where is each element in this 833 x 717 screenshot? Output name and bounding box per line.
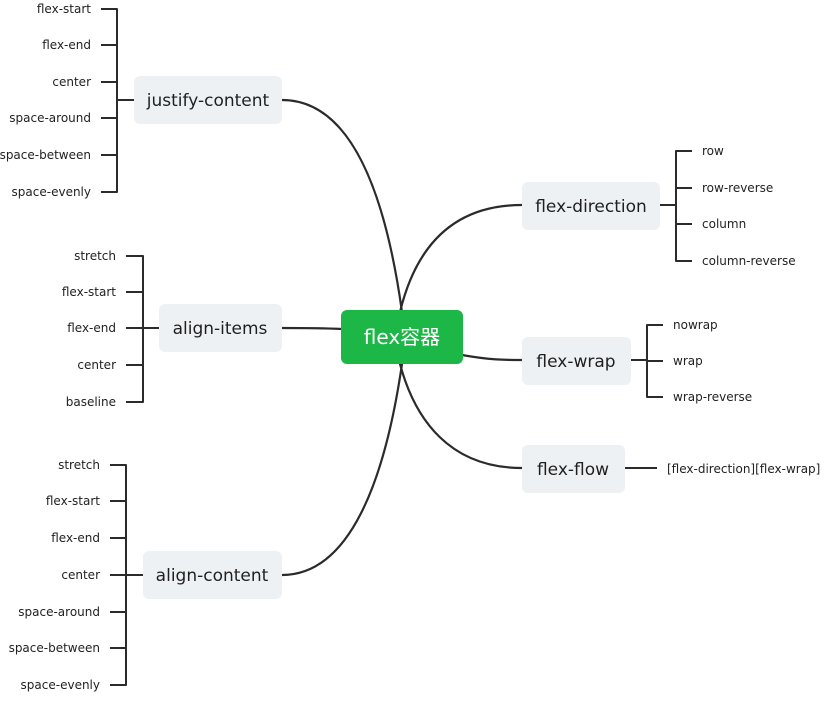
leaves-justify-content: flex-start flex-end center space-around … (0, 2, 91, 199)
leaves-align-items: stretch flex-start flex-end center basel… (62, 249, 116, 409)
leaf-label: center (77, 358, 116, 372)
root-connectors (280, 98, 524, 577)
leaf-label: row-reverse (702, 181, 773, 195)
node-flex-flow-label: flex-flow (537, 460, 609, 480)
leaf-label: space-around (9, 111, 91, 125)
leaf-label: baseline (66, 395, 116, 409)
edge-justify-content (280, 98, 404, 314)
node-justify-content[interactable]: justify-content (134, 76, 282, 124)
leaf-label: wrap-reverse (673, 390, 752, 404)
bracket-align-items (126, 255, 159, 403)
leaf-label: space-around (18, 605, 100, 619)
leaves-flex-flow: [flex-direction][flex-wrap] (667, 462, 820, 476)
edge-align-items (280, 326, 344, 331)
leaf-label: space-evenly (21, 678, 100, 692)
leaf-label: [flex-direction][flex-wrap] (667, 462, 820, 476)
node-justify-content-label: justify-content (146, 91, 270, 111)
bracket-justify-content (101, 8, 134, 193)
leaf-label: flex-end (51, 531, 100, 545)
leaf-label: flex-end (67, 321, 116, 335)
leaf-label: column-reverse (702, 254, 796, 268)
edge-flex-flow (398, 362, 524, 470)
leaf-label: center (52, 75, 91, 89)
leaf-label: column (702, 217, 746, 231)
root-label: flex容器 (364, 325, 440, 349)
root-node[interactable]: flex容器 (341, 310, 463, 364)
node-align-items-label: align-items (173, 319, 268, 339)
node-flex-wrap[interactable]: flex-wrap (522, 337, 631, 385)
leaf-label: flex-start (46, 494, 100, 508)
bracket-flex-direction (660, 150, 692, 262)
edge-flex-direction (398, 203, 524, 314)
edge-align-content (280, 362, 404, 577)
bracket-align-content (110, 464, 143, 686)
node-flex-direction[interactable]: flex-direction (522, 182, 660, 230)
leaves-align-content: stretch flex-start flex-end center space… (9, 458, 101, 692)
node-align-items[interactable]: align-items (159, 304, 282, 352)
leaves-flex-wrap: nowrap wrap wrap-reverse (673, 318, 752, 404)
node-align-content[interactable]: align-content (143, 551, 282, 599)
leaf-label: flex-start (37, 2, 91, 16)
leaf-label: space-evenly (12, 185, 91, 199)
edge-flex-wrap (460, 353, 524, 362)
leaf-label: stretch (74, 249, 116, 263)
node-flex-wrap-label: flex-wrap (536, 352, 615, 372)
leaf-label: row (702, 144, 724, 158)
leaf-label: center (61, 568, 100, 582)
bracket-flex-wrap (631, 324, 663, 398)
node-align-content-label: align-content (156, 566, 269, 586)
leaf-label: space-between (0, 148, 91, 162)
leaf-label: wrap (673, 354, 703, 368)
leaf-label: flex-end (42, 38, 91, 52)
leaves-flex-direction: row row-reverse column column-reverse (702, 144, 796, 268)
node-flex-direction-label: flex-direction (535, 197, 647, 217)
leaf-label: nowrap (673, 318, 718, 332)
leaf-label: space-between (9, 641, 100, 655)
node-flex-flow[interactable]: flex-flow (522, 445, 625, 493)
leaf-label: flex-start (62, 285, 116, 299)
leaf-label: stretch (58, 458, 100, 472)
